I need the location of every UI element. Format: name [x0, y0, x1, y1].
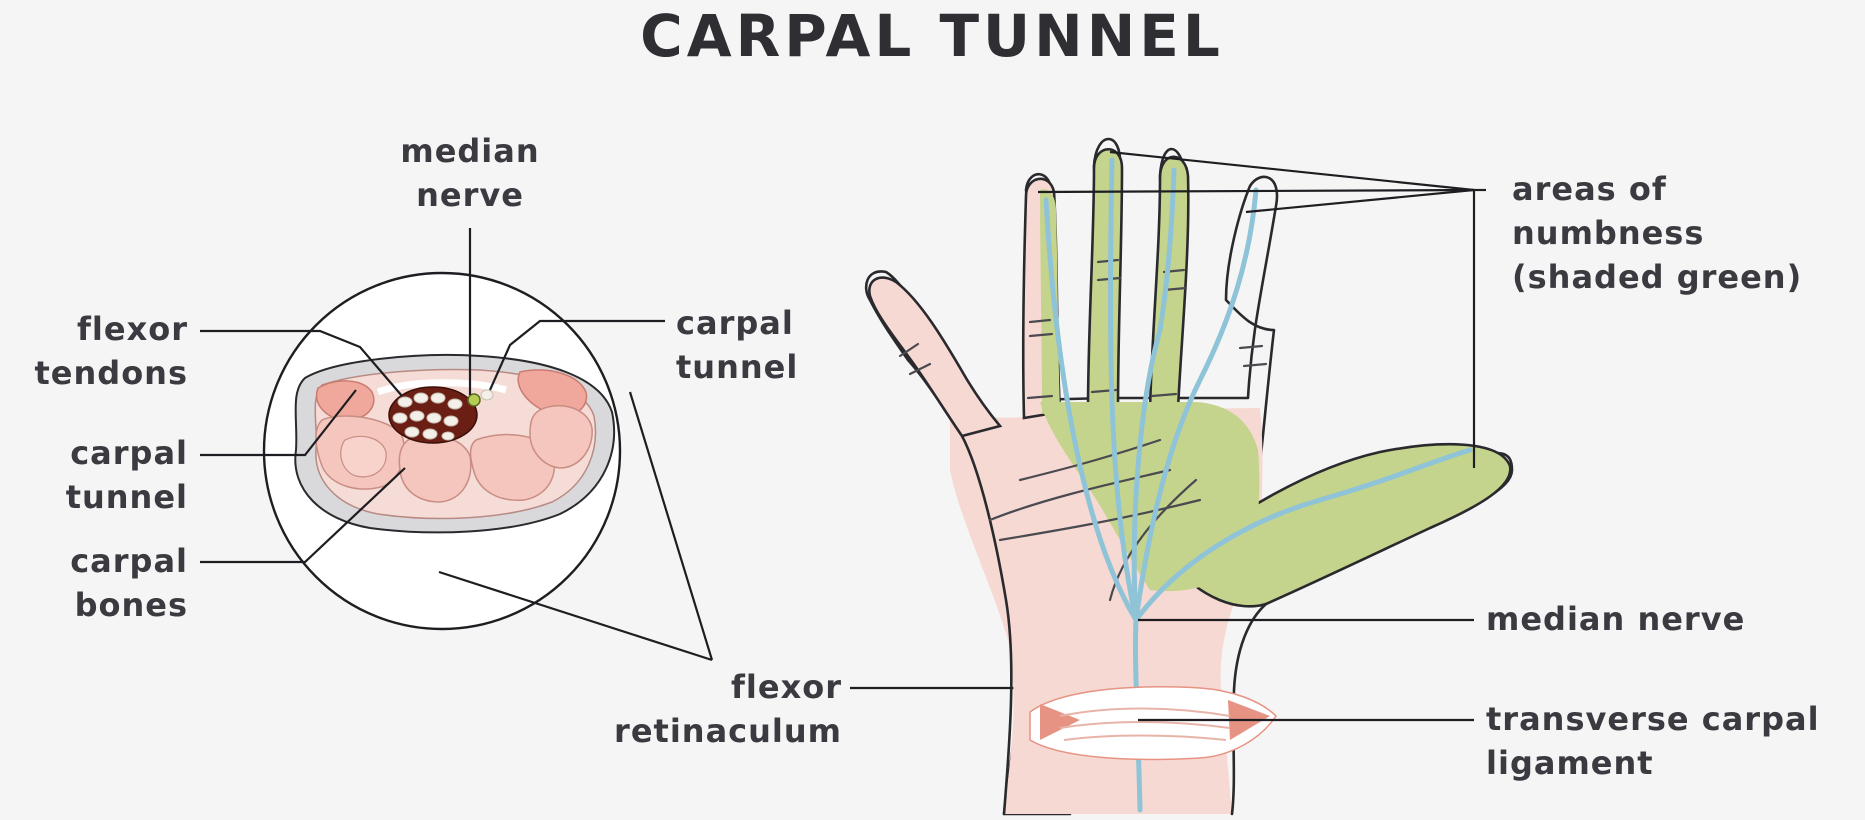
label-carpal-bones-bottom: bones: [75, 586, 188, 624]
label-numbness-line1: areas of: [1512, 170, 1667, 208]
label-carpal-tunnel-right-bottom: tunnel: [676, 348, 798, 386]
label-numbness-line2: numbness: [1512, 214, 1704, 252]
label-flexor-retinaculum-top: flexor: [731, 668, 842, 706]
label-median-nerve-top: median: [400, 132, 539, 170]
page-title: CARPAL TUNNEL: [640, 2, 1224, 70]
label-median-nerve-hand: median nerve: [1486, 600, 1745, 638]
pinky-finger: [869, 278, 1000, 436]
label-carpal-tunnel-left-bottom: tunnel: [66, 478, 188, 516]
ring-finger-numb-half: [1040, 189, 1060, 414]
label-flexor-tendons-top: flexor: [77, 310, 188, 348]
median-nerve-dot: [468, 394, 480, 406]
label-flexor-retinaculum-bottom: retinaculum: [614, 712, 842, 750]
wrist-cross-section: [264, 273, 620, 629]
label-flexor-tendons-bottom: tendons: [35, 354, 189, 392]
label-carpal-tunnel-left-top: carpal: [70, 434, 188, 472]
label-ligament-line1: transverse carpal: [1486, 700, 1820, 738]
label-carpal-tunnel-right-top: carpal: [676, 304, 794, 342]
label-carpal-bones-top: carpal: [70, 542, 188, 580]
carpal-bone: [399, 436, 470, 502]
label-median-nerve-bottom: nerve: [416, 176, 524, 214]
label-numbness-line3: (shaded green): [1512, 258, 1802, 296]
transverse-carpal-ligament: [1030, 687, 1276, 760]
index-finger: [1150, 157, 1188, 410]
carpal-bone: [341, 436, 386, 476]
tendon: [481, 390, 493, 400]
label-ligament-line2: ligament: [1486, 744, 1654, 782]
palm-illustration: [866, 139, 1512, 814]
